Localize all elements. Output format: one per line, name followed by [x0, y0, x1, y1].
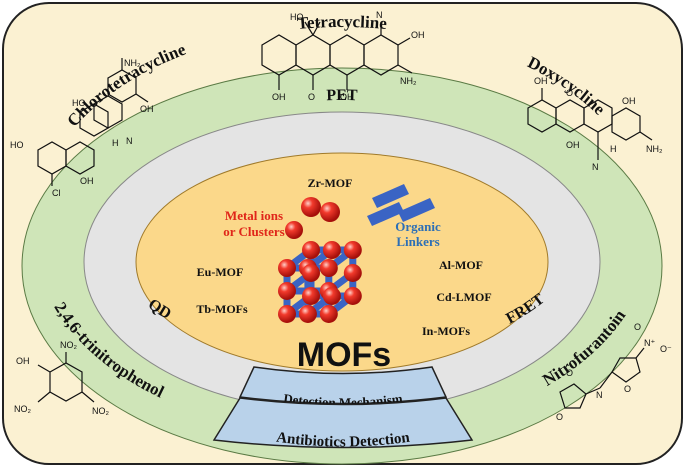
svg-text:N: N: [376, 10, 383, 20]
nitrofurantoin-structure-icon: [559, 347, 645, 409]
label-al-mof: Al-MOF: [439, 258, 483, 272]
label-linkers: Linkers: [396, 234, 439, 249]
cube-node-sphere: [319, 259, 338, 277]
label-tb-mofs: Tb-MOFs: [196, 302, 248, 316]
antibiotics-detection-label: Antibiotics Detection: [275, 430, 411, 451]
cube-node-sphere: [278, 259, 296, 277]
svg-text:O: O: [308, 92, 315, 102]
cube-node-sphere: [343, 241, 362, 259]
svg-text:OH: OH: [411, 30, 425, 40]
label-cd-lmof: Cd-LMOF: [436, 290, 491, 304]
svg-text:OH: OH: [80, 176, 94, 186]
svg-text:O: O: [566, 88, 573, 98]
svg-text:N: N: [592, 162, 599, 172]
antibiotics-detection-box: [212, 397, 474, 449]
svg-text:N: N: [596, 390, 603, 400]
cube-node-sphere: [302, 241, 320, 259]
trinitrophenol-atom-labels: NO₂ OH NO₂ NO₂: [14, 340, 110, 416]
svg-text:HO: HO: [72, 98, 86, 108]
chlorotetracycline-atom-labels: NH₂ OH HO H HO OH Cl N: [10, 58, 154, 198]
svg-text:HO: HO: [10, 140, 24, 150]
mof-cube-icon: [278, 241, 362, 323]
svg-text:O: O: [634, 322, 641, 332]
detection-mechanism-box: [238, 366, 448, 405]
chlorotetracycline-structure-icon: [37, 58, 149, 186]
cube-node-sphere: [343, 286, 362, 305]
svg-text:O⁻: O⁻: [660, 344, 672, 354]
tetracycline-structure-icon: [261, 21, 413, 90]
svg-text:H: H: [112, 138, 119, 148]
label-eu-mof: Eu-MOF: [197, 265, 244, 279]
svg-text:NO₂: NO₂: [14, 404, 32, 414]
svg-text:O: O: [556, 412, 563, 422]
cube-node-sphere: [278, 304, 296, 323]
tetracycline-atom-labels: HO N OH NH₂ OH O OH: [272, 10, 425, 102]
svg-text:NO₂: NO₂: [60, 340, 78, 350]
svg-text:NO₂: NO₂: [92, 406, 110, 416]
svg-text:HO: HO: [290, 12, 304, 22]
svg-text:Cl: Cl: [52, 188, 61, 198]
doxycycline-atom-labels: OH O OH NH₂ N OH H: [534, 76, 663, 172]
cube-node-sphere: [322, 286, 341, 305]
cube-node-sphere: [322, 241, 341, 259]
center-title-mofs: MOFs: [297, 336, 391, 374]
label-metal-ions: Metal ions: [225, 208, 283, 223]
svg-text:H: H: [610, 144, 617, 154]
svg-text:OH: OH: [534, 76, 548, 86]
cube-node-sphere: [343, 263, 362, 282]
label-zr-mof: Zr-MOF: [308, 176, 353, 190]
svg-text:OH: OH: [622, 96, 636, 106]
metal-cluster-icon: [285, 197, 340, 239]
label-pet: PET: [326, 87, 358, 104]
svg-text:OH: OH: [272, 92, 286, 102]
trinitrophenol-structure-icon: [37, 352, 95, 403]
svg-text:OH: OH: [16, 356, 30, 366]
svg-text:NH₂: NH₂: [400, 76, 417, 86]
svg-text:OH: OH: [140, 104, 154, 114]
cube-node-sphere: [319, 304, 338, 323]
svg-text:NH₂: NH₂: [646, 144, 663, 154]
svg-text:N: N: [126, 136, 133, 146]
svg-text:OH: OH: [566, 140, 580, 150]
label-or-clusters: or Clusters: [223, 224, 285, 239]
svg-text:NH₂: NH₂: [124, 58, 141, 68]
cube-node-sphere: [302, 263, 320, 282]
organic-linker-icon: [367, 184, 435, 226]
svg-text:N⁺: N⁺: [644, 338, 655, 348]
cube-node-sphere: [302, 286, 320, 305]
svg-text:OH: OH: [340, 92, 354, 102]
cube-node-sphere: [298, 304, 317, 323]
label-organic: Organic: [395, 219, 441, 234]
label-in-mofs: In-MOFs: [422, 324, 470, 338]
doxycycline-structure-icon: [527, 88, 653, 160]
cube-node-sphere: [278, 281, 296, 300]
svg-text:O: O: [566, 368, 573, 378]
svg-text:O: O: [624, 384, 631, 394]
nitrofurantoin-atom-labels: O O N⁺ O⁻ O O N: [556, 322, 672, 422]
